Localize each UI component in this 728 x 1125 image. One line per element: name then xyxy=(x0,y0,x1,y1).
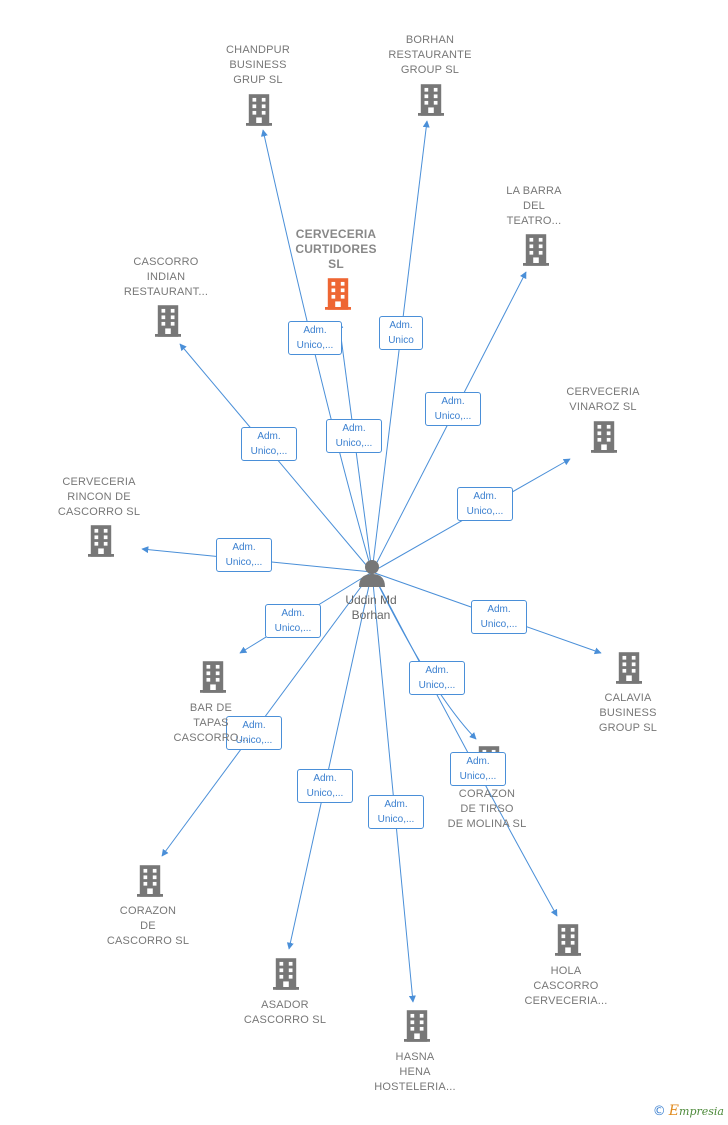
relation-label-labarra[interactable]: Adm. Unico,... xyxy=(425,392,481,426)
company-label-rincon[interactable]: CERVECERIA RINCON DE CASCORRO SL xyxy=(57,476,141,518)
building-icon-chandpur[interactable] xyxy=(246,94,272,126)
building-icon-labarra[interactable] xyxy=(523,234,549,266)
company-label-asador[interactable]: ASADOR CASCORRO SL xyxy=(243,999,327,1026)
relation-label-calavia[interactable]: Adm. Unico,... xyxy=(471,600,527,634)
building-icon-calavia[interactable] xyxy=(616,652,642,684)
company-label-calavia[interactable]: CALAVIA BUSINESS GROUP SL xyxy=(598,692,658,734)
relation-label-bar-tapas[interactable]: Adm. Unico,... xyxy=(265,604,321,638)
relation-label-borhan[interactable]: Adm. Unico xyxy=(379,316,423,350)
relation-label-hola[interactable]: Adm. Unico,... xyxy=(450,752,506,786)
company-label-bar-tapas[interactable]: BAR DE TAPAS CASCORRO... xyxy=(173,702,249,744)
building-icon-hola[interactable] xyxy=(555,924,581,956)
company-label-vinaroz[interactable]: CERVECERIA VINAROZ SL xyxy=(566,386,640,413)
relation-label-rincon[interactable]: Adm. Unico,... xyxy=(216,538,272,572)
edge-asador xyxy=(286,571,373,950)
company-label-hasna[interactable]: HASNA HENA HOSTELERIA... xyxy=(374,1051,456,1093)
building-icon-rincon[interactable] xyxy=(88,525,114,557)
company-label-labarra[interactable]: LA BARRA DEL TEATRO... xyxy=(506,185,562,227)
building-icon-corazon-cascorro[interactable] xyxy=(137,865,163,897)
building-icon-hasna[interactable] xyxy=(404,1010,430,1042)
building-icon-asador[interactable] xyxy=(273,958,299,990)
brand-initial: E xyxy=(668,1103,680,1119)
company-label-corazon-tirso[interactable]: CORAZON DE TIRSO DE MOLINA SL xyxy=(447,788,527,830)
edge-hasna xyxy=(371,571,416,1003)
brand-name: mpresia xyxy=(679,1105,724,1118)
company-label-curtidores[interactable]: CERVECERIA CURTIDORES SL xyxy=(295,227,377,271)
relation-label-asador[interactable]: Adm. Unico,... xyxy=(297,769,353,803)
company-label-chandpur[interactable]: CHANDPUR BUSINESS GRUP SL xyxy=(226,44,290,86)
building-icon-cascorro-indian[interactable] xyxy=(155,305,181,337)
company-label-corazon-cascorro[interactable]: CORAZON DE CASCORRO SL xyxy=(106,905,190,947)
relation-label-cascorro-indian[interactable]: Adm. Unico,... xyxy=(241,427,297,461)
copyright-symbol: © xyxy=(652,1104,666,1119)
person-label: Uddin Md Borhan xyxy=(345,593,397,622)
company-label-borhan[interactable]: BORHAN RESTAURANTE GROUP SL xyxy=(388,34,472,76)
edge-chandpur xyxy=(260,129,373,573)
building-icon-vinaroz[interactable] xyxy=(591,421,617,453)
building-icon-bar-tapas[interactable] xyxy=(200,661,226,693)
relation-label-hasna[interactable]: Adm. Unico,... xyxy=(368,795,424,829)
relation-label-corazon-cascorro[interactable]: Adm. Unico,... xyxy=(226,716,282,750)
building-icon-borhan[interactable] xyxy=(418,84,444,116)
edge-corazon-cascorro xyxy=(161,571,373,857)
person-icon[interactable] xyxy=(359,560,385,587)
relation-label-vinaroz[interactable]: Adm. Unico,... xyxy=(457,487,513,521)
company-label-hola[interactable]: HOLA CASCORRO CERVECERIA... xyxy=(524,965,608,1007)
relation-label-corazon-tirso[interactable]: Adm. Unico,... xyxy=(409,661,465,695)
company-label-cascorro-indian[interactable]: CASCORRO INDIAN RESTAURANT... xyxy=(123,256,209,298)
relation-label-curtidores[interactable]: Adm. Unico,... xyxy=(326,419,382,453)
relation-label-chandpur[interactable]: Adm. Unico,... xyxy=(288,321,342,355)
empresia-logo[interactable]: ©Empresia xyxy=(653,1103,724,1119)
building-icon-curtidores[interactable] xyxy=(325,278,351,310)
